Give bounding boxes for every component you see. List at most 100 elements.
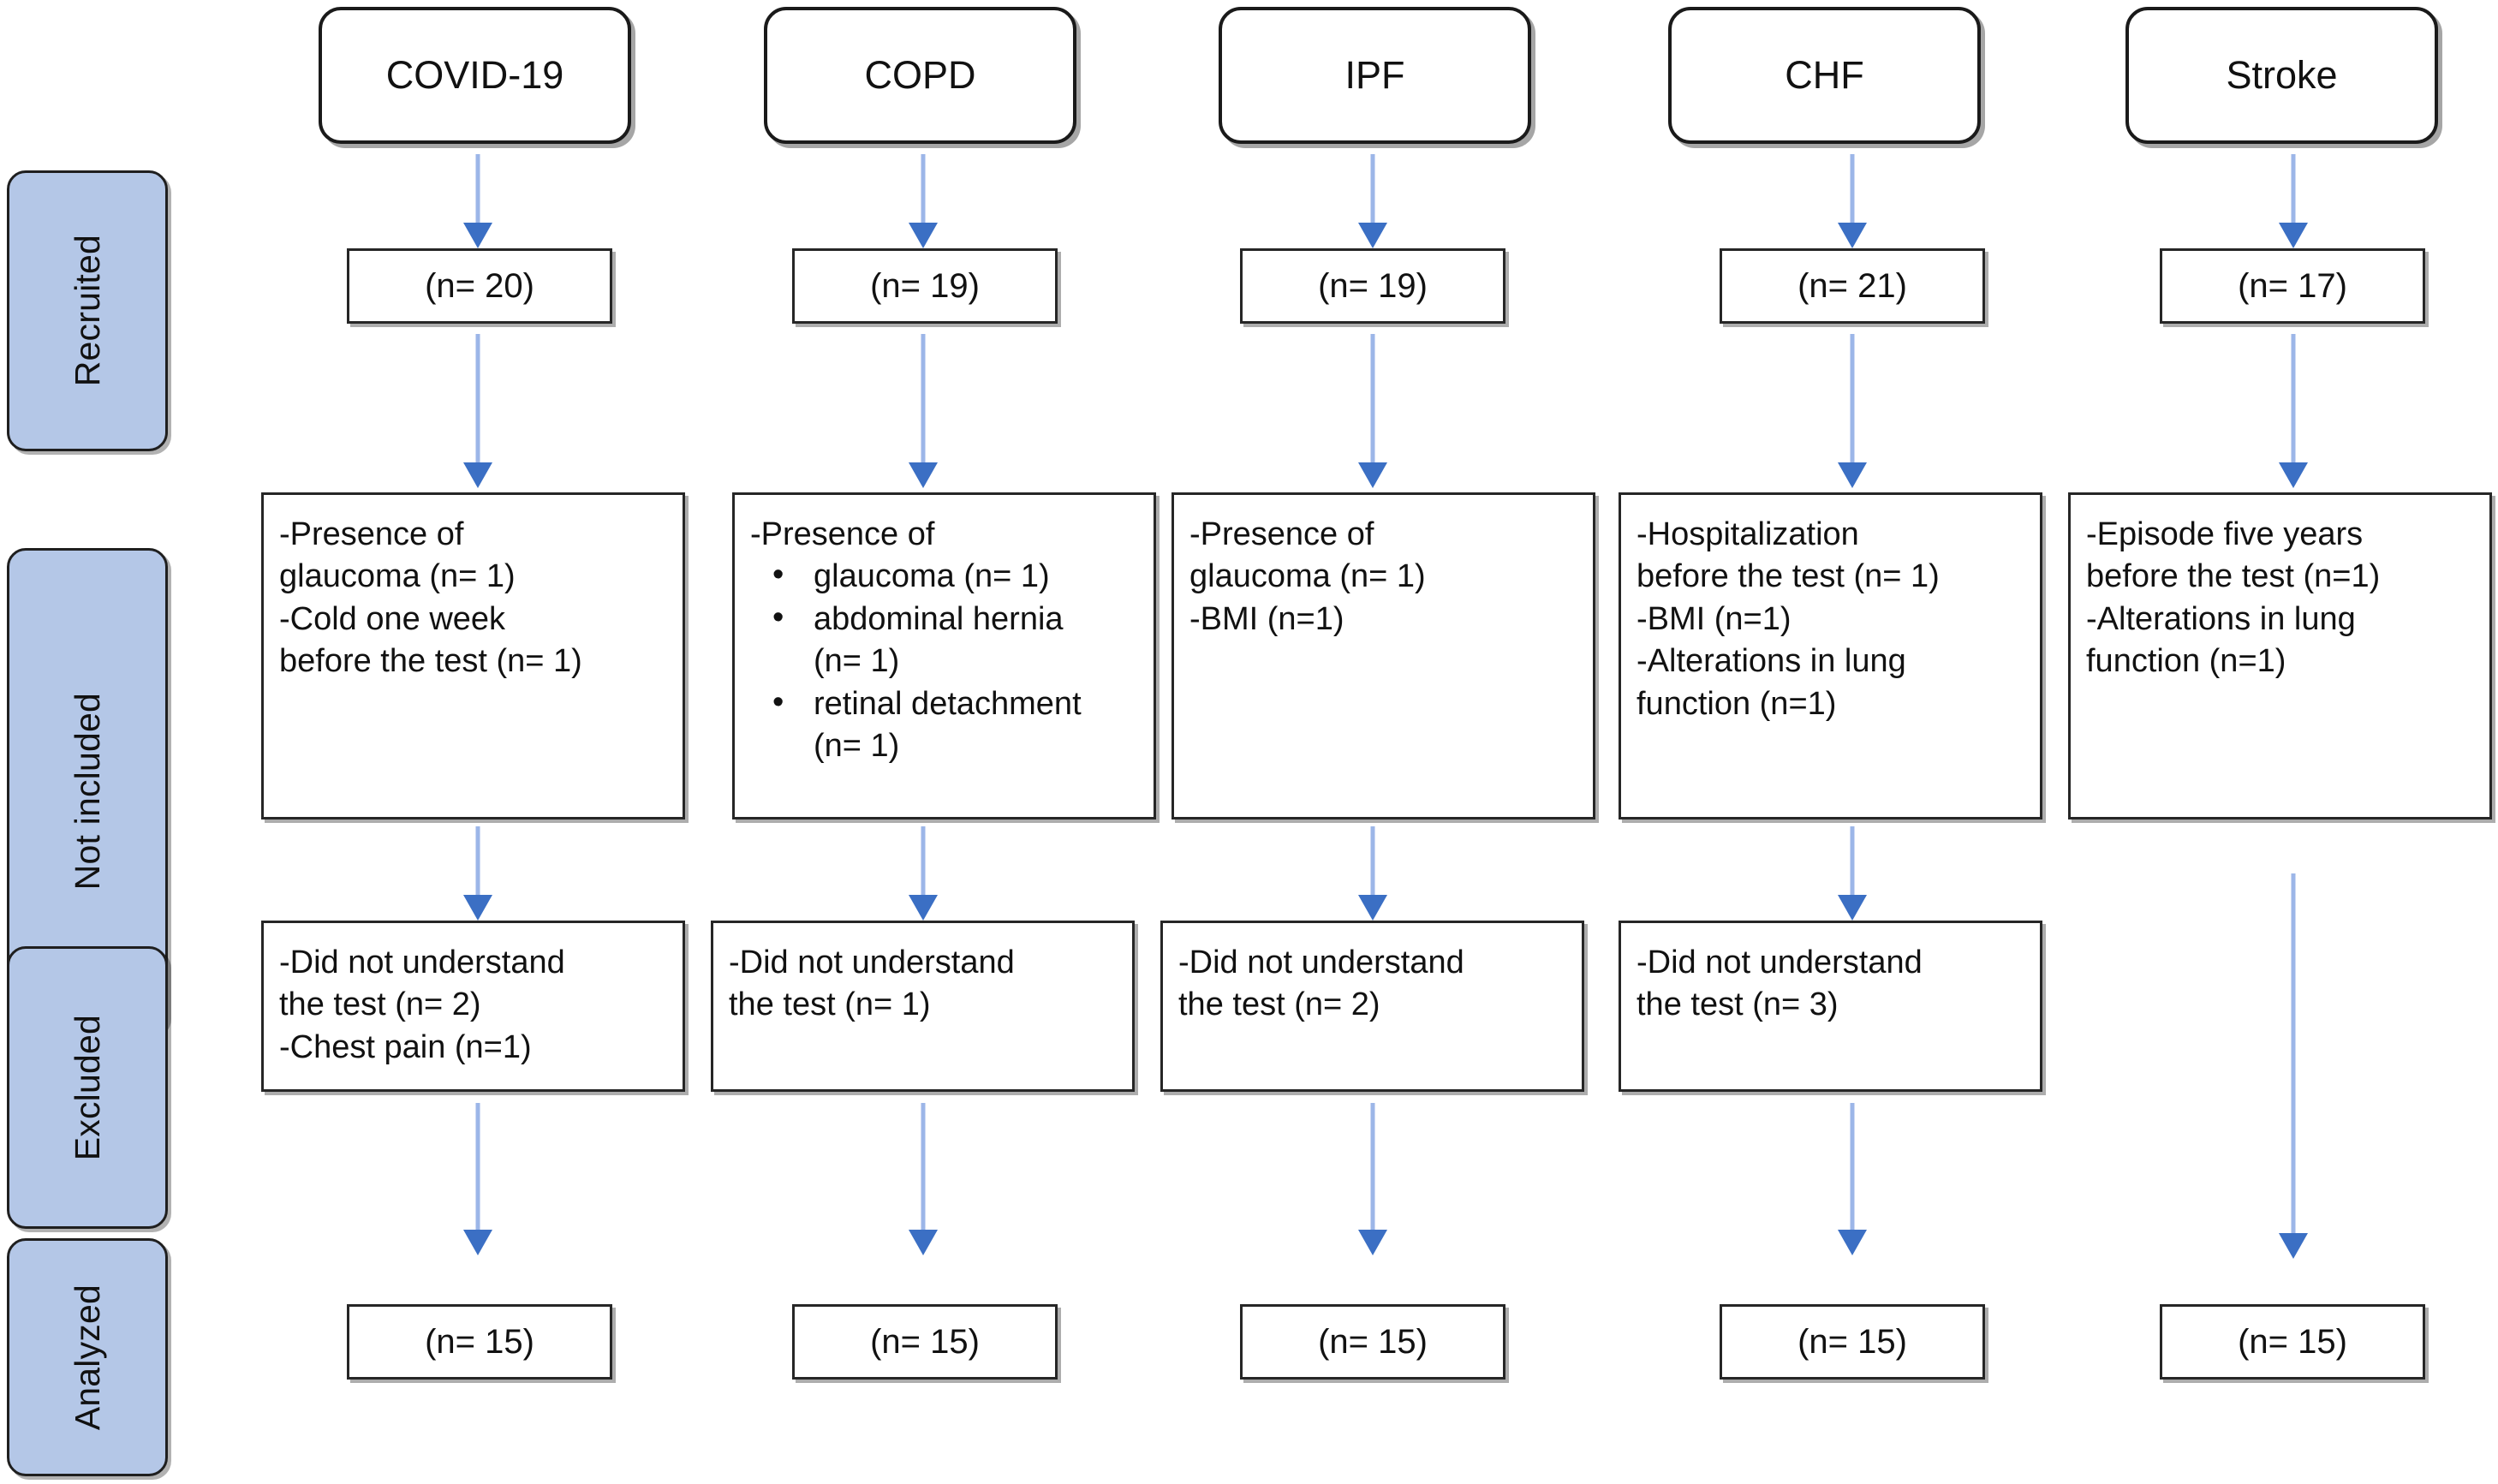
reason-line: before the test (n= 1) xyxy=(279,643,582,680)
analyzed-count-label: (n= 15) xyxy=(1318,1322,1428,1361)
not-included-box-3[interactable]: -Presence of glaucoma (n= 1) -BMI (n=1) xyxy=(1171,492,1595,819)
analyzed-count-box-1[interactable]: (n= 15) xyxy=(347,1304,612,1380)
analyzed-count-box-2[interactable]: (n= 15) xyxy=(792,1304,1058,1380)
reason-line: -Presence of xyxy=(1189,516,1374,552)
not-included-box-1[interactable]: -Presence of glaucoma (n= 1) -Cold one wee… xyxy=(261,492,685,819)
arrow-group-to-recruited-5 xyxy=(2278,154,2309,248)
phase-label-text: Excluded xyxy=(67,1014,107,1161)
reason-line: -BMI (n=1) xyxy=(1189,600,1344,637)
reason-line: -Did not understand xyxy=(1178,945,1464,980)
reason-line: -Did not understand xyxy=(279,945,565,980)
phase-label-analyzed: Analyzed xyxy=(7,1238,168,1476)
arrow-recruited-to-not-included-1 xyxy=(462,334,493,488)
group-box-chf[interactable]: CHF xyxy=(1668,7,1981,144)
recruited-count-box-5[interactable]: (n= 17) xyxy=(2160,248,2425,324)
reason-line: glaucoma (n= 1) xyxy=(279,558,516,595)
reason-line: -Alterations in lung xyxy=(2086,600,2356,637)
arrow-excluded-to-analyzed-1 xyxy=(462,1103,493,1255)
analyzed-count-label: (n= 15) xyxy=(1797,1322,1907,1361)
group-box-ipf[interactable]: IPF xyxy=(1219,7,1531,144)
arrow-not-included-to-excluded-1 xyxy=(462,826,493,921)
analyzed-count-label: (n= 15) xyxy=(2238,1322,2347,1361)
arrow-excluded-to-analyzed-2 xyxy=(908,1103,939,1255)
group-box-label: COPD xyxy=(864,53,976,97)
recruited-count-label: (n= 19) xyxy=(870,266,980,305)
reason-line: -Did not understand xyxy=(729,945,1015,980)
recruited-count-box-4[interactable]: (n= 21) xyxy=(1720,248,1985,324)
reason-line: •glaucoma (n= 1) xyxy=(750,556,1140,598)
reason-line: -Cold one week xyxy=(279,600,506,637)
reason-line: (n= 1) xyxy=(814,643,900,680)
group-box-stroke[interactable]: Stroke xyxy=(2125,7,2438,144)
arrow-not-included-to-excluded-3 xyxy=(1357,826,1388,921)
reason-line: -Alterations in lung xyxy=(1637,643,1906,680)
reason-line: -Presence of xyxy=(750,516,935,552)
reason-line: before the test (n= 1) xyxy=(1637,558,1940,595)
phase-label-excluded: Excluded xyxy=(7,946,168,1229)
recruited-count-box-1[interactable]: (n= 20) xyxy=(347,248,612,324)
arrow-recruited-to-not-included-4 xyxy=(1837,334,1868,488)
arrow-recruited-to-not-included-2 xyxy=(908,334,939,488)
analyzed-count-box-5[interactable]: (n= 15) xyxy=(2160,1304,2425,1380)
reason-line: •abdominal hernia xyxy=(750,599,1140,641)
not-included-box-2[interactable]: -Presence of •glaucoma (n= 1)•abdominal h… xyxy=(732,492,1156,819)
reason-line: -Hospitalization xyxy=(1637,516,1859,552)
reason-line: glaucoma (n= 1) xyxy=(1189,558,1426,595)
arrow-recruited-to-not-included-3 xyxy=(1357,334,1388,488)
analyzed-count-label: (n= 15) xyxy=(870,1322,980,1361)
reason-line: the test (n= 2) xyxy=(279,986,481,1023)
reason-line: function (n=1) xyxy=(1637,685,1837,722)
group-box-covid-19[interactable]: COVID-19 xyxy=(319,7,631,144)
excluded-box-2[interactable]: -Did not understand the test (n= 1) xyxy=(711,921,1135,1092)
group-box-label: IPF xyxy=(1344,53,1405,97)
analyzed-count-box-3[interactable]: (n= 15) xyxy=(1240,1304,1505,1380)
reason-line: -Episode five years xyxy=(2086,516,2364,552)
recruited-count-box-2[interactable]: (n= 19) xyxy=(792,248,1058,324)
arrow-group-to-recruited-4 xyxy=(1837,154,1868,248)
arrow-not-included-to-excluded-4 xyxy=(1837,826,1868,921)
recruited-count-label: (n= 20) xyxy=(425,266,534,305)
bullet-dot-icon: • xyxy=(772,683,784,720)
reason-line: -Chest pain (n=1) xyxy=(279,1028,532,1065)
reason-line: •retinal detachment xyxy=(750,683,1140,725)
arrow-recruited-to-not-included-5 xyxy=(2278,334,2309,488)
group-box-label: COVID-19 xyxy=(385,53,564,97)
reason-line: -Presence of xyxy=(279,516,464,552)
recruited-count-label: (n= 17) xyxy=(2238,266,2347,305)
not-included-box-5[interactable]: -Episode five years before the test (n=1)… xyxy=(2068,492,2492,819)
arrow-not-included-to-analyzed-5 xyxy=(2278,873,2309,1259)
recruited-count-label: (n= 21) xyxy=(1797,266,1907,305)
excluded-lines-3: -Did not understand the test (n= 2) xyxy=(1178,942,1568,1027)
not-included-lines-2: -Presence of •glaucoma (n= 1)•abdominal h… xyxy=(750,514,1140,767)
bullet-dot-icon: • xyxy=(772,599,784,635)
reason-line: the test (n= 1) xyxy=(729,986,931,1023)
excluded-box-3[interactable]: -Did not understand the test (n= 2) xyxy=(1160,921,1584,1092)
recruited-count-box-3[interactable]: (n= 19) xyxy=(1240,248,1505,324)
reason-line: before the test (n=1) xyxy=(2086,558,2381,595)
bullet-dot-icon: • xyxy=(772,557,784,593)
arrow-excluded-to-analyzed-3 xyxy=(1357,1103,1388,1255)
reason-line: the test (n= 3) xyxy=(1637,986,1839,1023)
group-box-label: CHF xyxy=(1785,53,1864,97)
reason-line: function (n=1) xyxy=(2086,643,2286,680)
reason-line: (n= 1) xyxy=(814,727,900,764)
not-included-lines-5: -Episode five years before the test (n=1)… xyxy=(2086,514,2476,683)
excluded-lines-1: -Did not understand the test (n= 2) -Chest… xyxy=(279,942,669,1069)
group-box-label: Stroke xyxy=(2226,53,2338,97)
analyzed-count-box-4[interactable]: (n= 15) xyxy=(1720,1304,1985,1380)
not-included-lines-3: -Presence of glaucoma (n= 1) -BMI (n=1) xyxy=(1189,514,1579,641)
reason-line: the test (n= 2) xyxy=(1178,986,1380,1023)
arrow-group-to-recruited-2 xyxy=(908,154,939,248)
group-box-copd[interactable]: COPD xyxy=(764,7,1076,144)
not-included-lines-1: -Presence of glaucoma (n= 1) -Cold one wee… xyxy=(279,514,669,683)
excluded-lines-2: -Did not understand the test (n= 1) xyxy=(729,942,1118,1027)
excluded-box-1[interactable]: -Did not understand the test (n= 2) -Chest… xyxy=(261,921,685,1092)
arrow-group-to-recruited-1 xyxy=(462,154,493,248)
arrow-group-to-recruited-3 xyxy=(1357,154,1388,248)
arrow-not-included-to-excluded-2 xyxy=(908,826,939,921)
recruited-count-label: (n= 19) xyxy=(1318,266,1428,305)
